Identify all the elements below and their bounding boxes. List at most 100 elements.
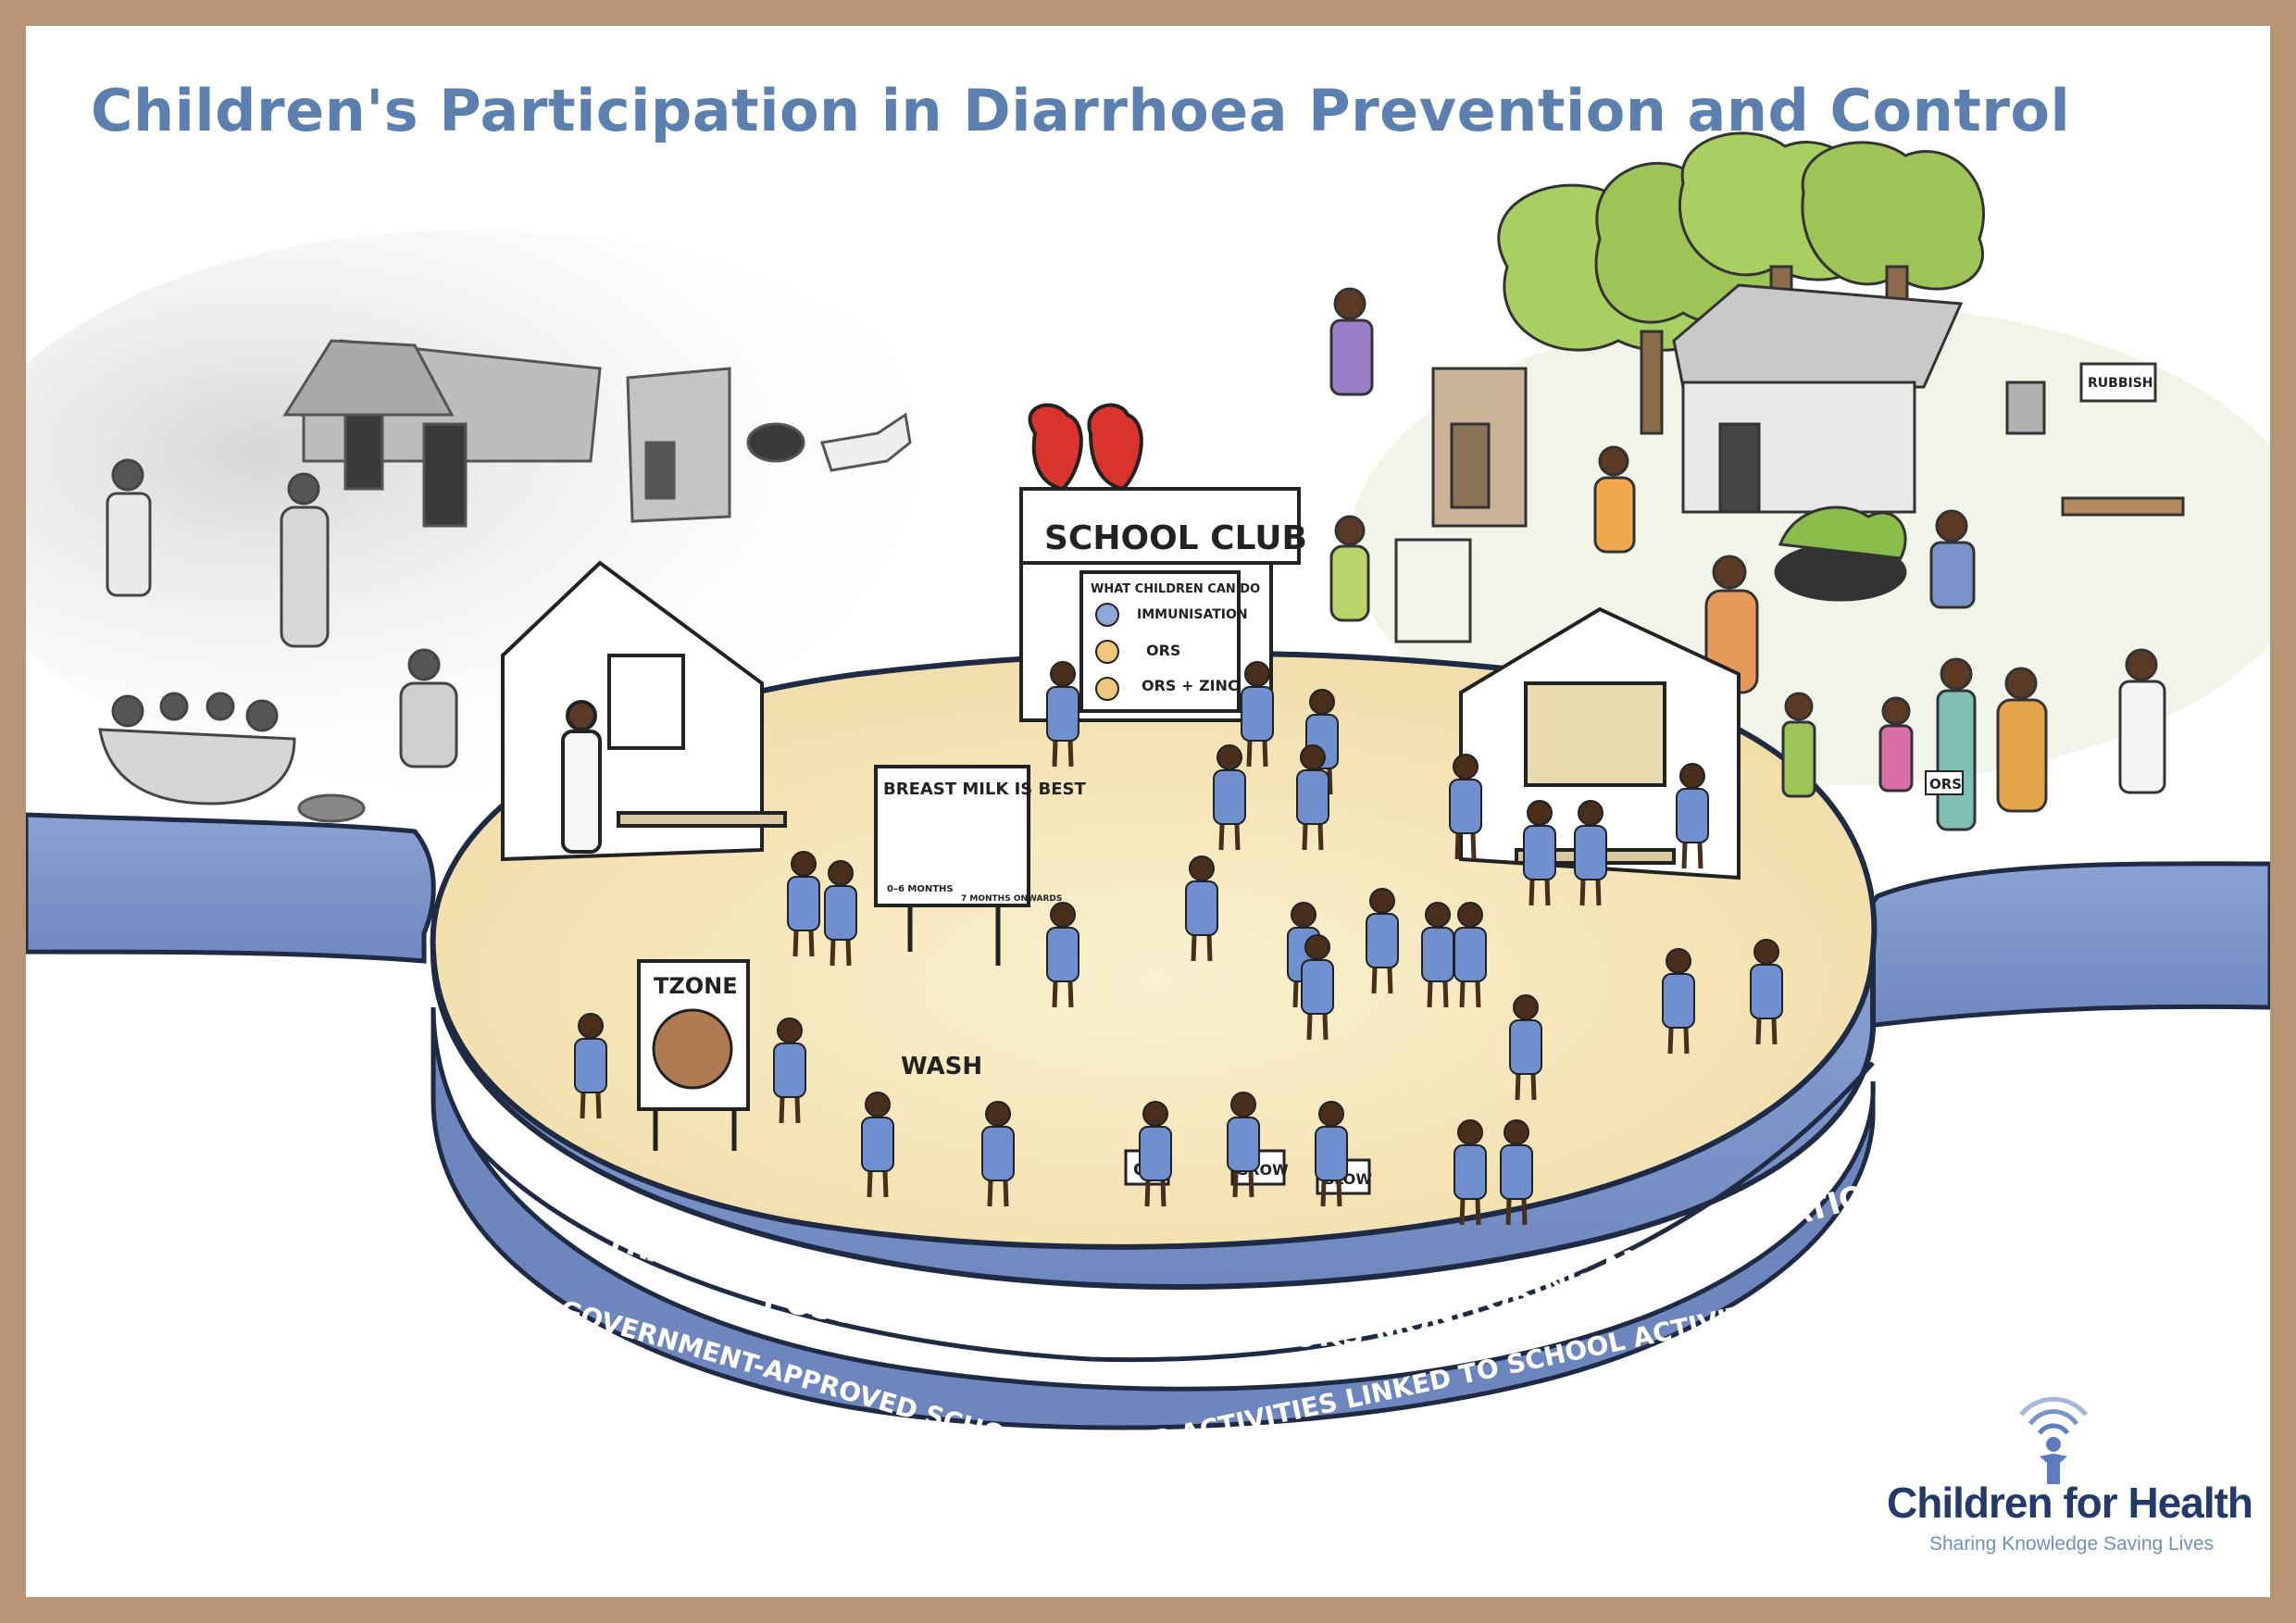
child-figure: [574, 1013, 607, 1119]
immunisation-icon: [1095, 603, 1119, 627]
girl-pink-body: [1878, 724, 1914, 793]
illustration-scene: SCHOOL CLUB WHAT CHILDREN CAN DO IMMUNIS…: [26, 131, 2270, 1523]
wash-label: WASH: [901, 1053, 982, 1080]
child-legs: [1454, 832, 1477, 860]
group-head-3: [206, 692, 235, 721]
poster-frame: SCHOOL CLUB WHAT CHILDREN CAN DO IMMUNIS…: [26, 26, 2270, 1597]
child-uniform: [1574, 825, 1607, 880]
child-figure: [824, 860, 857, 967]
greyscale-people: [98, 458, 458, 805]
rubbish-label: RUBBISH: [2088, 376, 2153, 391]
school-club-item-1: IMMUNISATION: [1137, 607, 1248, 622]
child-head: [1050, 661, 1076, 687]
child-figure: [1046, 902, 1079, 1008]
dish-rack: [2061, 496, 2185, 517]
broadcast-child-icon: [2019, 1396, 2088, 1484]
child-figure: [1509, 994, 1542, 1101]
house-wall: [1681, 381, 1916, 514]
poster-board-right: [1524, 681, 1666, 787]
breast-milk-note-2: 7 MONTHS ONWARDS: [961, 894, 1062, 904]
child-legs: [1144, 1180, 1167, 1207]
child-uniform: [1449, 779, 1482, 834]
school-club-item-3: ORS + ZINC: [1142, 677, 1239, 694]
child-figure: [1500, 1119, 1533, 1226]
ors-icon: [1095, 640, 1119, 664]
pig: [746, 422, 805, 463]
mother-baby-body: [1996, 698, 2048, 813]
child-legs: [1459, 1198, 1481, 1226]
ors-card-label: ORS: [1929, 776, 1962, 793]
child-uniform: [1366, 913, 1399, 968]
child-uniform: [1454, 927, 1487, 982]
child-legs: [1505, 1198, 1528, 1226]
children-for-health-logo: Children for Health Sharing Knowledge Sa…: [1887, 1387, 2253, 1572]
school-club-board: [1019, 403, 1301, 722]
tree-trunk-1: [1640, 330, 1664, 435]
child-head: [1578, 800, 1603, 826]
child-uniform: [1421, 927, 1454, 982]
child-head: [1527, 800, 1553, 826]
child-head: [578, 1013, 604, 1039]
child-legs: [1459, 980, 1481, 1008]
child-uniform: [1315, 1126, 1348, 1181]
band-booklets: BOOKLETS: [928, 1310, 1112, 1359]
logo-name: Children for Health: [1887, 1479, 2253, 1527]
girl-green-body: [1329, 544, 1370, 622]
washing-basin: [297, 793, 366, 823]
parrot-2: [1087, 403, 1143, 492]
child-legs: [830, 939, 852, 967]
child-uniform: [1676, 788, 1709, 843]
band-posters: POSTERS: [761, 1280, 922, 1342]
child-figure: [1574, 800, 1607, 906]
child-figure: [1296, 744, 1329, 851]
child-figure: [787, 851, 820, 957]
child-legs: [987, 1180, 1009, 1207]
nurse-head: [2125, 648, 2158, 681]
child-figure: [773, 1017, 806, 1124]
child-legs: [1427, 980, 1449, 1008]
child-uniform: [773, 1042, 806, 1098]
group-head-2: [159, 692, 189, 721]
man-eating-body: [1929, 541, 1976, 609]
man-eating-head: [1935, 509, 1968, 543]
girl-green-head: [1334, 515, 1366, 546]
nurse-body: [2118, 680, 2166, 794]
child-head: [1304, 934, 1330, 960]
latrine-left: [626, 367, 731, 523]
logo-tagline: Sharing Knowledge Saving Lives: [1929, 1533, 2215, 1554]
child-figure: [1241, 661, 1274, 768]
mother-head: [407, 648, 441, 681]
breast-milk-label: BREAST MILK IS BEST: [883, 780, 1087, 799]
child-uniform: [1454, 1144, 1487, 1200]
child-head: [1300, 744, 1326, 770]
child-figure: [1449, 754, 1482, 860]
child-uniform: [1500, 1144, 1533, 1200]
mother-orange-head: [1712, 555, 1747, 590]
school-club-item-2: ORS: [1146, 642, 1180, 659]
group-head-1: [111, 694, 144, 728]
child-uniform: [1301, 959, 1334, 1015]
child-head: [791, 851, 817, 877]
child-uniform: [1662, 973, 1695, 1029]
child-figure: [1139, 1101, 1172, 1207]
mother-baby-head: [2004, 667, 2038, 700]
child-legs: [1052, 980, 1074, 1008]
woman-body: [280, 506, 330, 648]
child-figure: [1315, 1101, 1348, 1207]
man-standing-body: [1936, 689, 1977, 831]
child-head: [1457, 902, 1483, 928]
child-head: [1142, 1101, 1168, 1127]
bench-left: [617, 811, 787, 828]
child-figure: [1301, 934, 1334, 1041]
child-figure: [1454, 1119, 1487, 1226]
health-worker-body: [106, 492, 152, 597]
whiteboard-left: [607, 654, 685, 750]
child-uniform: [861, 1117, 894, 1172]
child-head: [1753, 939, 1779, 965]
garden-plants: [1778, 506, 1907, 560]
child-legs: [1306, 1013, 1329, 1041]
rubbish-sign: [2079, 362, 2157, 403]
child-legs: [580, 1092, 602, 1119]
child-head: [1666, 948, 1691, 974]
band-storybooks: STORYBOOKS: [1129, 1316, 1365, 1360]
